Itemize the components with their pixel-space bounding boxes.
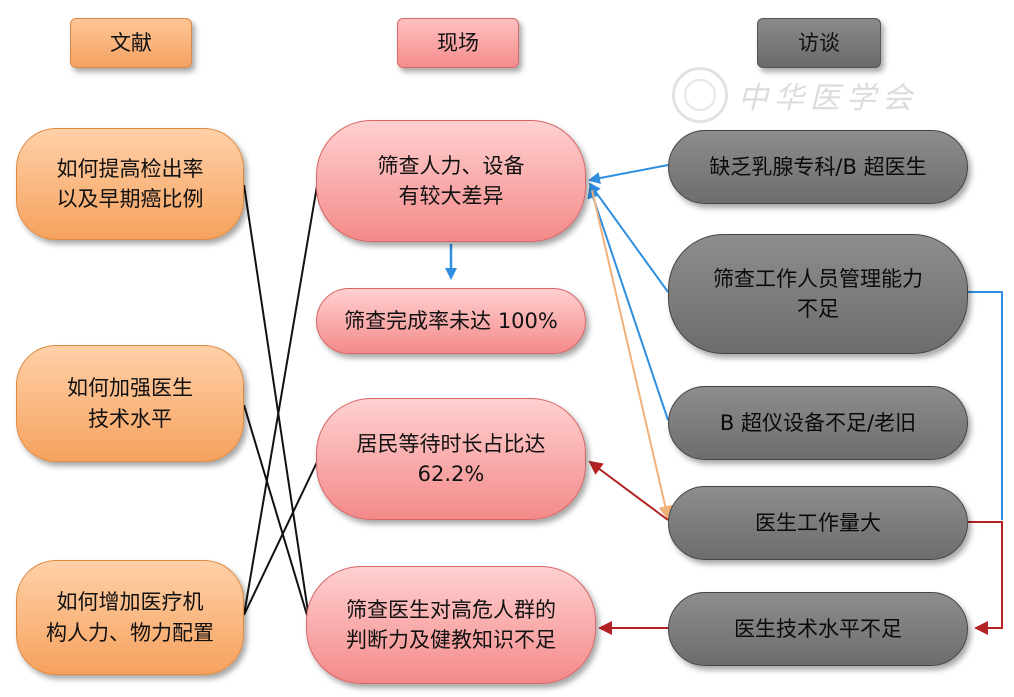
arrow-int1-to-field1 xyxy=(588,164,669,185)
header-interview: 访谈 xyxy=(757,18,881,68)
interview-item: 医生工作量大 xyxy=(668,486,968,560)
arrow-int3-to-field1 xyxy=(587,186,669,421)
interview-item: 缺乏乳腺专科/B 超医生 xyxy=(668,130,968,204)
literature-item: 如何增加医疗机 构人力、物力配置 xyxy=(16,560,244,675)
field-item: 筛查医生对高危人群的 判断力及健教知识不足 xyxy=(306,566,596,684)
watermark-logo-icon xyxy=(672,67,728,123)
interview-item: B 超仪设备不足/老旧 xyxy=(668,386,968,460)
link-lit3-field3 xyxy=(243,459,319,616)
link-int2-to-int5 xyxy=(968,291,1003,520)
watermark-text: 中华医学会 xyxy=(738,81,918,116)
arrow-int4-to-int5 xyxy=(968,521,1003,635)
interview-item: 筛查工作人员管理能力 不足 xyxy=(668,234,968,354)
field-item: 居民等待时长占比达 62.2% xyxy=(316,398,586,520)
interview-item: 医生技术水平不足 xyxy=(668,592,968,666)
arrow-int2-to-field1 xyxy=(588,182,669,293)
field-item: 筛查完成率未达 100% xyxy=(316,288,586,354)
arrow-field1-to-int4 xyxy=(591,189,673,520)
link-lit2-field4 xyxy=(243,404,311,626)
watermark: 中华医学会 xyxy=(672,60,962,130)
field-item: 筛查人力、设备 有较大差异 xyxy=(316,120,586,242)
literature-item: 如何提高检出率 以及早期癌比例 xyxy=(16,128,244,240)
link-lit1-field4 xyxy=(243,184,311,626)
link-lit3-field1 xyxy=(243,179,319,616)
arrow-int4-to-field3 xyxy=(588,460,669,521)
header-literature: 文献 xyxy=(70,18,192,68)
header-field: 现场 xyxy=(397,18,519,68)
literature-item: 如何加强医生 技术水平 xyxy=(16,345,244,462)
